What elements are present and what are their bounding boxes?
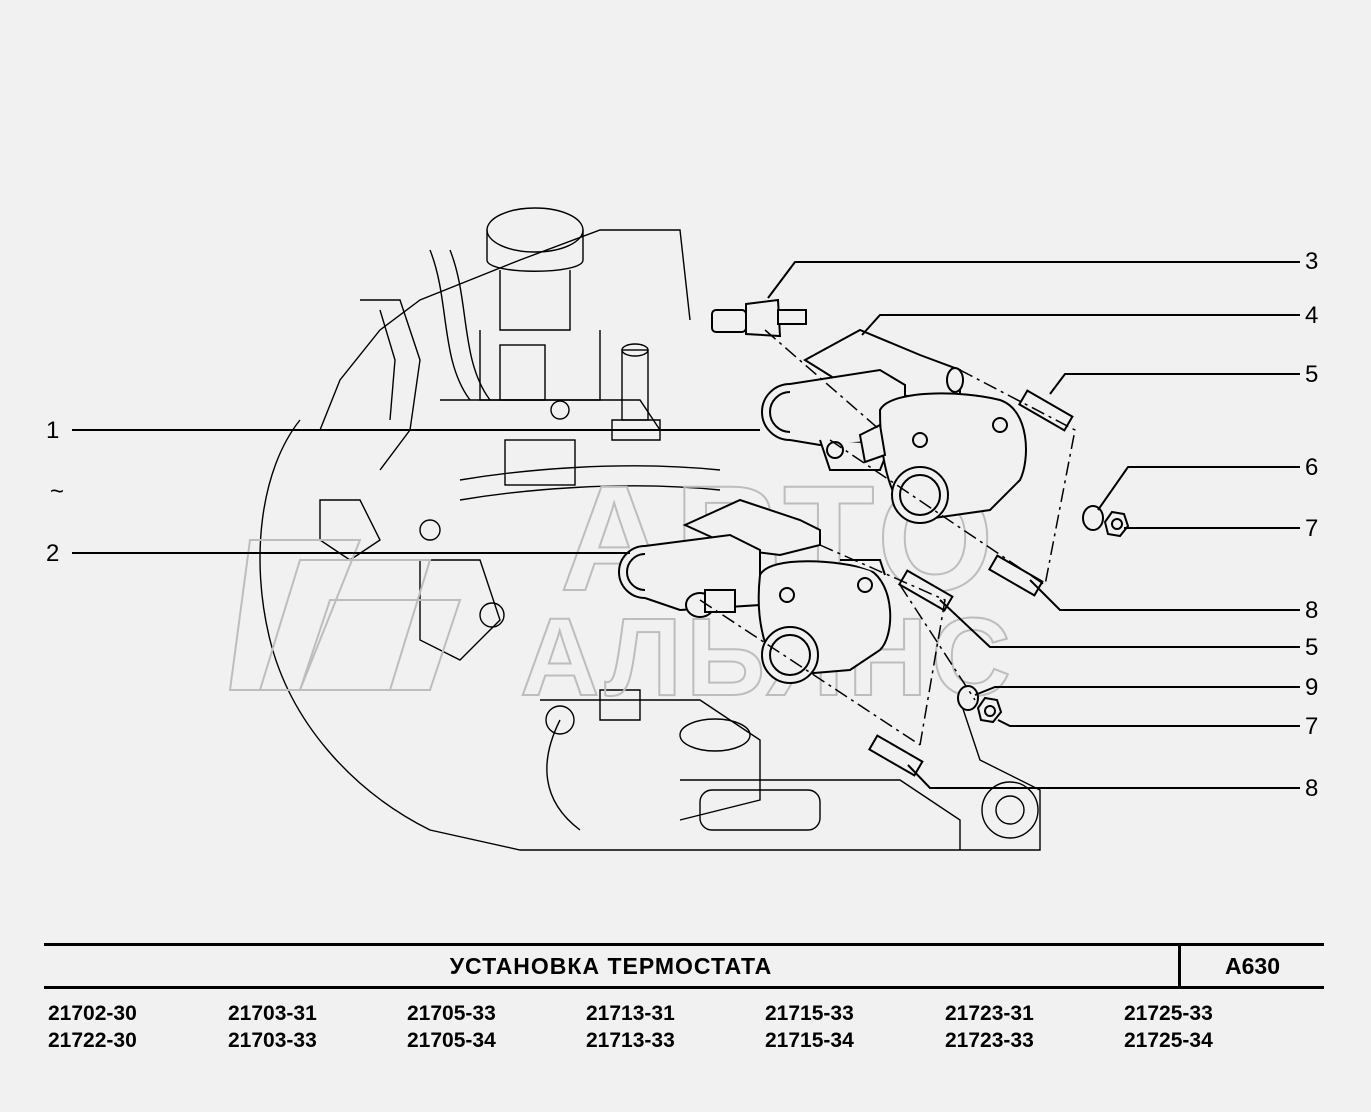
stud-upper [1017,389,1074,432]
leader-lines [72,261,1300,789]
model-code: 21715-34 [765,1029,854,1052]
model-code: 21713-33 [586,1029,675,1052]
model-code: 21713-31 [586,1002,675,1025]
callout-2: 2 [46,540,60,567]
model-code: 21703-31 [228,1002,317,1025]
diagram-code: A630 [1225,952,1280,979]
callout-4: 4 [1305,302,1319,329]
watermark-logo [228,539,462,691]
model-code: 21703-33 [228,1029,317,1052]
model-column: 21715-33 21715-34 [765,1000,935,1054]
model-code: 21723-31 [945,1002,1034,1025]
callout-5-lower: 5 [1305,634,1319,661]
model-column: 21703-31 21703-33 [228,1000,398,1054]
model-list: 21702-30 21722-30 21703-31 21703-33 2170… [48,1000,1328,1060]
title-divider [1178,946,1181,986]
model-code: 21715-33 [765,1002,854,1025]
model-code: 21723-33 [945,1029,1034,1052]
callout-3: 3 [1305,248,1319,275]
model-column: 21723-31 21723-33 [945,1000,1115,1054]
model-code: 21725-33 [1124,1002,1213,1025]
engine-background [259,207,1041,851]
callout-5-upper: 5 [1305,361,1319,388]
model-column: 21713-31 21713-33 [586,1000,756,1054]
stud-middle [897,569,954,612]
model-column: 21705-33 21705-34 [407,1000,577,1054]
thermostat-lower [618,498,892,684]
model-code: 21725-34 [1124,1029,1213,1052]
callout-tilde: ~ [50,478,65,505]
title-block: УСТАНОВКА ТЕРМОСТАТА A630 [44,943,1324,989]
callout-8-upper: 8 [1305,597,1319,624]
model-code: 21705-34 [407,1029,496,1052]
model-code: 21722-30 [48,1029,137,1052]
callout-8-lower: 8 [1305,775,1319,802]
callout-7-lower: 7 [1305,713,1319,740]
callout-1: 1 [46,417,60,444]
model-column: 21702-30 21722-30 [48,1000,218,1054]
fasteners [867,389,1130,777]
diagram-title: УСТАНОВКА ТЕРМОСТАТА [449,952,773,979]
temperature-sensor [711,298,807,338]
callout-6: 6 [1305,454,1319,481]
model-column: 21725-33 21725-34 [1124,1000,1294,1054]
model-code: 21702-30 [48,1002,137,1025]
thermostat-upper [761,328,1027,524]
thermostat-installation-diagram: АВТО АЛЬЯНС [72,207,1300,851]
assembly-lines [699,329,1076,746]
callout-9: 9 [1305,674,1319,701]
callout-7-upper: 7 [1305,515,1319,542]
model-code: 21705-33 [407,1002,496,1025]
